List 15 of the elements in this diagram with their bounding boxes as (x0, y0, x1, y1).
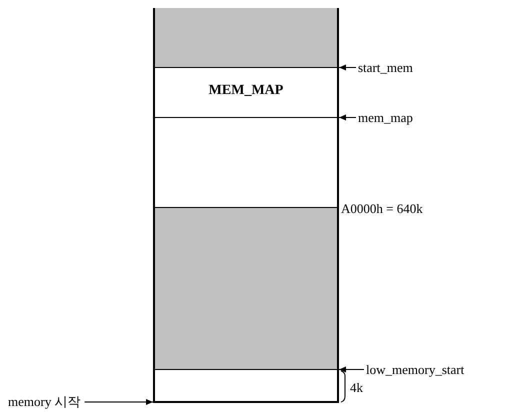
pointer-label: mem_map (358, 110, 413, 125)
arrow (338, 64, 356, 70)
pointer-label: memory 시작 (8, 394, 81, 409)
address-label: A0000h = 640k (341, 201, 423, 216)
memory-region (153, 117, 339, 208)
memory-region (153, 369, 339, 403)
arrow (84, 399, 154, 405)
arrow (338, 366, 364, 372)
dimension-label: 4k (350, 380, 363, 395)
arrow (338, 114, 356, 120)
memory-region: MEM_MAP (153, 67, 339, 118)
memory-region (153, 8, 339, 68)
pointer-label: start_mem (358, 60, 413, 75)
pointer-label: low_memory_start (366, 362, 464, 377)
memory-region (153, 207, 339, 370)
